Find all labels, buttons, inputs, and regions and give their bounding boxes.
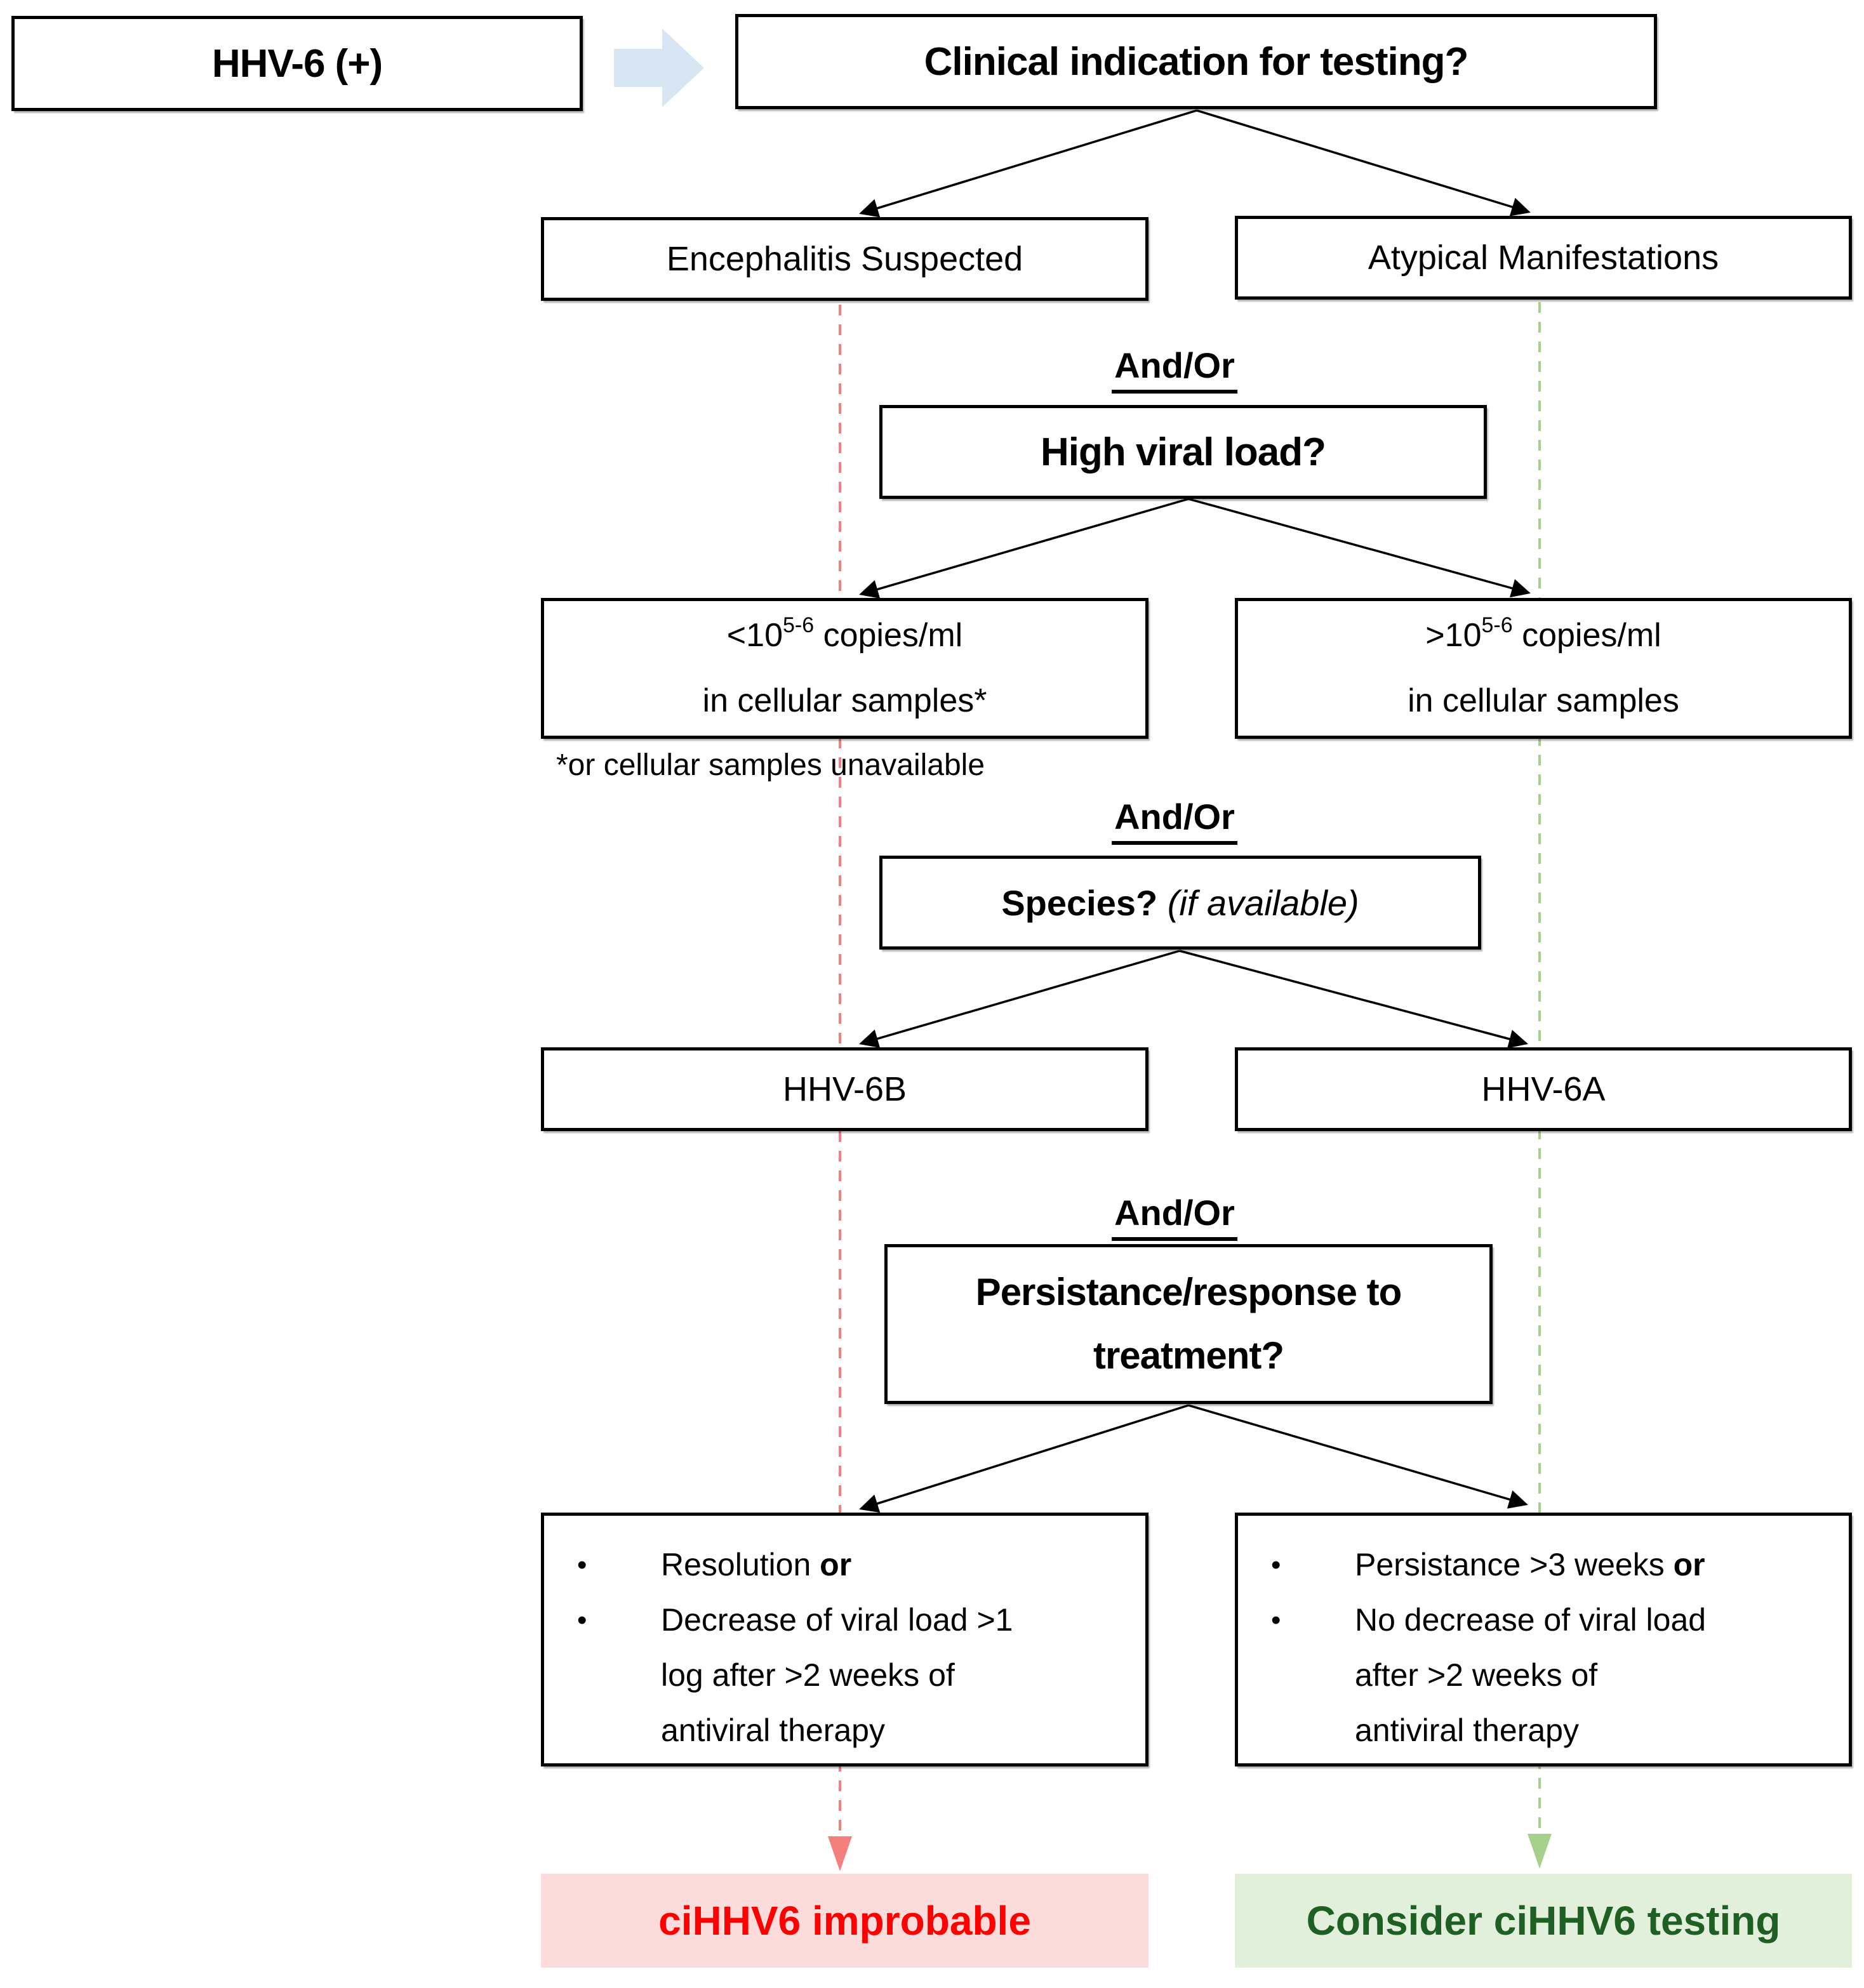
species-question-bold: Species?	[1001, 882, 1158, 923]
persistence-question-line2: treatment?	[1093, 1334, 1284, 1377]
list-item: • Persistance >3 weeks or	[1271, 1537, 1830, 1593]
resolution-bullet2: Decrease of viral load >1 log after >2 w…	[661, 1593, 1013, 1758]
connector-arrow	[1196, 109, 1531, 216]
low-copies-unit: copies/ml	[814, 616, 963, 654]
persistence-question-line1: Persistance/response to	[975, 1271, 1402, 1313]
high-copies-line2: in cellular samples	[1408, 682, 1679, 719]
atypical-box: Atypical Manifestations	[1235, 216, 1852, 300]
persistence-bullet2-line1: No decrease of viral load	[1355, 1602, 1707, 1638]
high-copies-box: >105-6 copies/ml in cellular samples	[1235, 598, 1852, 739]
bullet-icon: •	[1271, 1605, 1281, 1636]
persistence-bullet2: No decrease of viral load after >2 weeks…	[1355, 1593, 1706, 1758]
resolution-box: • Resolution or • Decrease of viral load…	[541, 1513, 1148, 1766]
persistence-result-box: • Persistance >3 weeks or • No decrease …	[1235, 1513, 1852, 1766]
and-or-label-2: And/Or	[1112, 796, 1237, 845]
high-copies-unit: copies/ml	[1512, 616, 1661, 654]
bullet-icon: •	[577, 1549, 587, 1580]
hhv6a-label: HHV-6A	[1481, 1070, 1606, 1108]
outcome-improbable-box: ciHHV6 improbable	[541, 1874, 1148, 1968]
persistence-bullet1: Persistance >3 weeks or	[1355, 1537, 1705, 1593]
persistence-bullet2-line2: after >2 weeks of	[1355, 1657, 1598, 1693]
low-copies-box: <105-6 copies/ml in cellular samples*	[541, 598, 1148, 739]
list-item: • No decrease of viral load after >2 wee…	[1271, 1593, 1830, 1758]
persistence-bullet1-text: Persistance >3 weeks	[1355, 1547, 1674, 1582]
connector-arrow	[859, 109, 1197, 218]
low-copies-line2: in cellular samples*	[702, 682, 987, 719]
connector-arrow	[1188, 1404, 1528, 1509]
resolution-bullet2-line1: Decrease of viral load >1	[661, 1602, 1013, 1638]
hhv6b-label: HHV-6B	[782, 1070, 907, 1108]
connector-arrow	[859, 950, 1180, 1048]
clinical-indication-box: Clinical indication for testing?	[735, 14, 1657, 109]
start-box: HHV-6 (+)	[11, 16, 583, 111]
outcome-improbable-label: ciHHV6 improbable	[658, 1898, 1031, 1944]
persistence-bullet1-or: or	[1673, 1547, 1705, 1582]
low-copies-line1: <105-6 copies/ml	[726, 613, 963, 654]
outcome-consider-box: Consider ciHHV6 testing	[1235, 1874, 1852, 1968]
resolution-bullet2-line2: log after >2 weeks of	[661, 1657, 955, 1693]
outcome-consider-label: Consider ciHHV6 testing	[1306, 1898, 1781, 1944]
high-copies-threshold: >10	[1425, 616, 1482, 654]
low-copies-threshold: <10	[726, 616, 783, 654]
hhv6b-box: HHV-6B	[541, 1047, 1148, 1131]
blue-arrow-icon	[614, 29, 704, 107]
clinical-question-label: Clinical indication for testing?	[924, 39, 1469, 84]
red-dashed-arrowhead-icon	[828, 1836, 852, 1871]
encephalitis-box: Encephalitis Suspected	[541, 217, 1148, 301]
species-box: Species? (if available)	[879, 856, 1481, 950]
resolution-bullet1-text: Resolution	[661, 1547, 820, 1582]
high-copies-line1: >105-6 copies/ml	[1425, 613, 1661, 654]
viral-load-box: High viral load?	[879, 405, 1487, 499]
high-copies-exponent: 5-6	[1481, 613, 1513, 637]
connector-arrow	[1179, 950, 1528, 1049]
low-copies-exponent: 5-6	[783, 613, 815, 637]
bullet-icon: •	[1271, 1549, 1281, 1580]
hhv6a-box: HHV-6A	[1235, 1047, 1852, 1131]
connector-arrow	[1188, 498, 1531, 598]
resolution-bullet2-line3: antiviral therapy	[661, 1713, 885, 1748]
encephalitis-label: Encephalitis Suspected	[666, 240, 1023, 278]
and-or-label-1: And/Or	[1112, 345, 1237, 394]
list-item: • Resolution or	[577, 1537, 1126, 1593]
viral-load-question-label: High viral load?	[1040, 430, 1326, 474]
resolution-bullet1: Resolution or	[661, 1537, 851, 1593]
persistence-bullet2-line3: antiviral therapy	[1355, 1713, 1579, 1748]
atypical-label: Atypical Manifestations	[1368, 239, 1719, 277]
resolution-bullet1-or: or	[820, 1547, 852, 1582]
list-item: • Decrease of viral load >1 log after >2…	[577, 1593, 1126, 1758]
persistence-box: Persistance/response to treatment?	[884, 1244, 1493, 1404]
start-label: HHV-6 (+)	[211, 41, 383, 86]
species-question-italic: (if available)	[1167, 882, 1359, 923]
cellular-samples-footnote: *or cellular samples unavailable	[556, 748, 985, 782]
and-or-label-3: And/Or	[1112, 1192, 1237, 1241]
connector-arrow	[859, 1404, 1189, 1513]
species-question-label: Species? (if available)	[1001, 882, 1359, 924]
bullet-icon: •	[577, 1605, 587, 1636]
connector-arrow	[859, 498, 1189, 599]
green-dashed-arrowhead-icon	[1528, 1834, 1552, 1869]
